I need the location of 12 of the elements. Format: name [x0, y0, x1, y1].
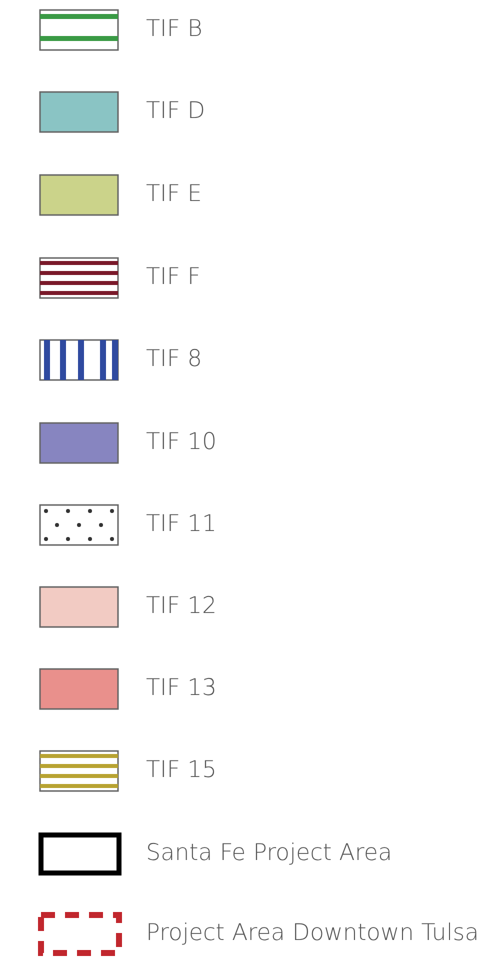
legend-label: TIF 10 [146, 428, 217, 457]
legend-label: Santa Fe Project Area [146, 839, 392, 868]
legend-label: TIF 12 [146, 592, 217, 621]
legend-label: TIF 11 [146, 510, 217, 539]
legend-label: TIF B [146, 15, 202, 44]
legend-label: TIF D [146, 97, 206, 126]
legend-label: TIF 8 [146, 345, 202, 374]
legend-label: TIF 15 [146, 756, 217, 785]
legend-label: TIF E [146, 180, 202, 209]
legend-label: Project Area Downtown Tulsa [146, 919, 479, 948]
legend-label: TIF F [146, 263, 201, 292]
legend-label: TIF 13 [146, 674, 217, 703]
